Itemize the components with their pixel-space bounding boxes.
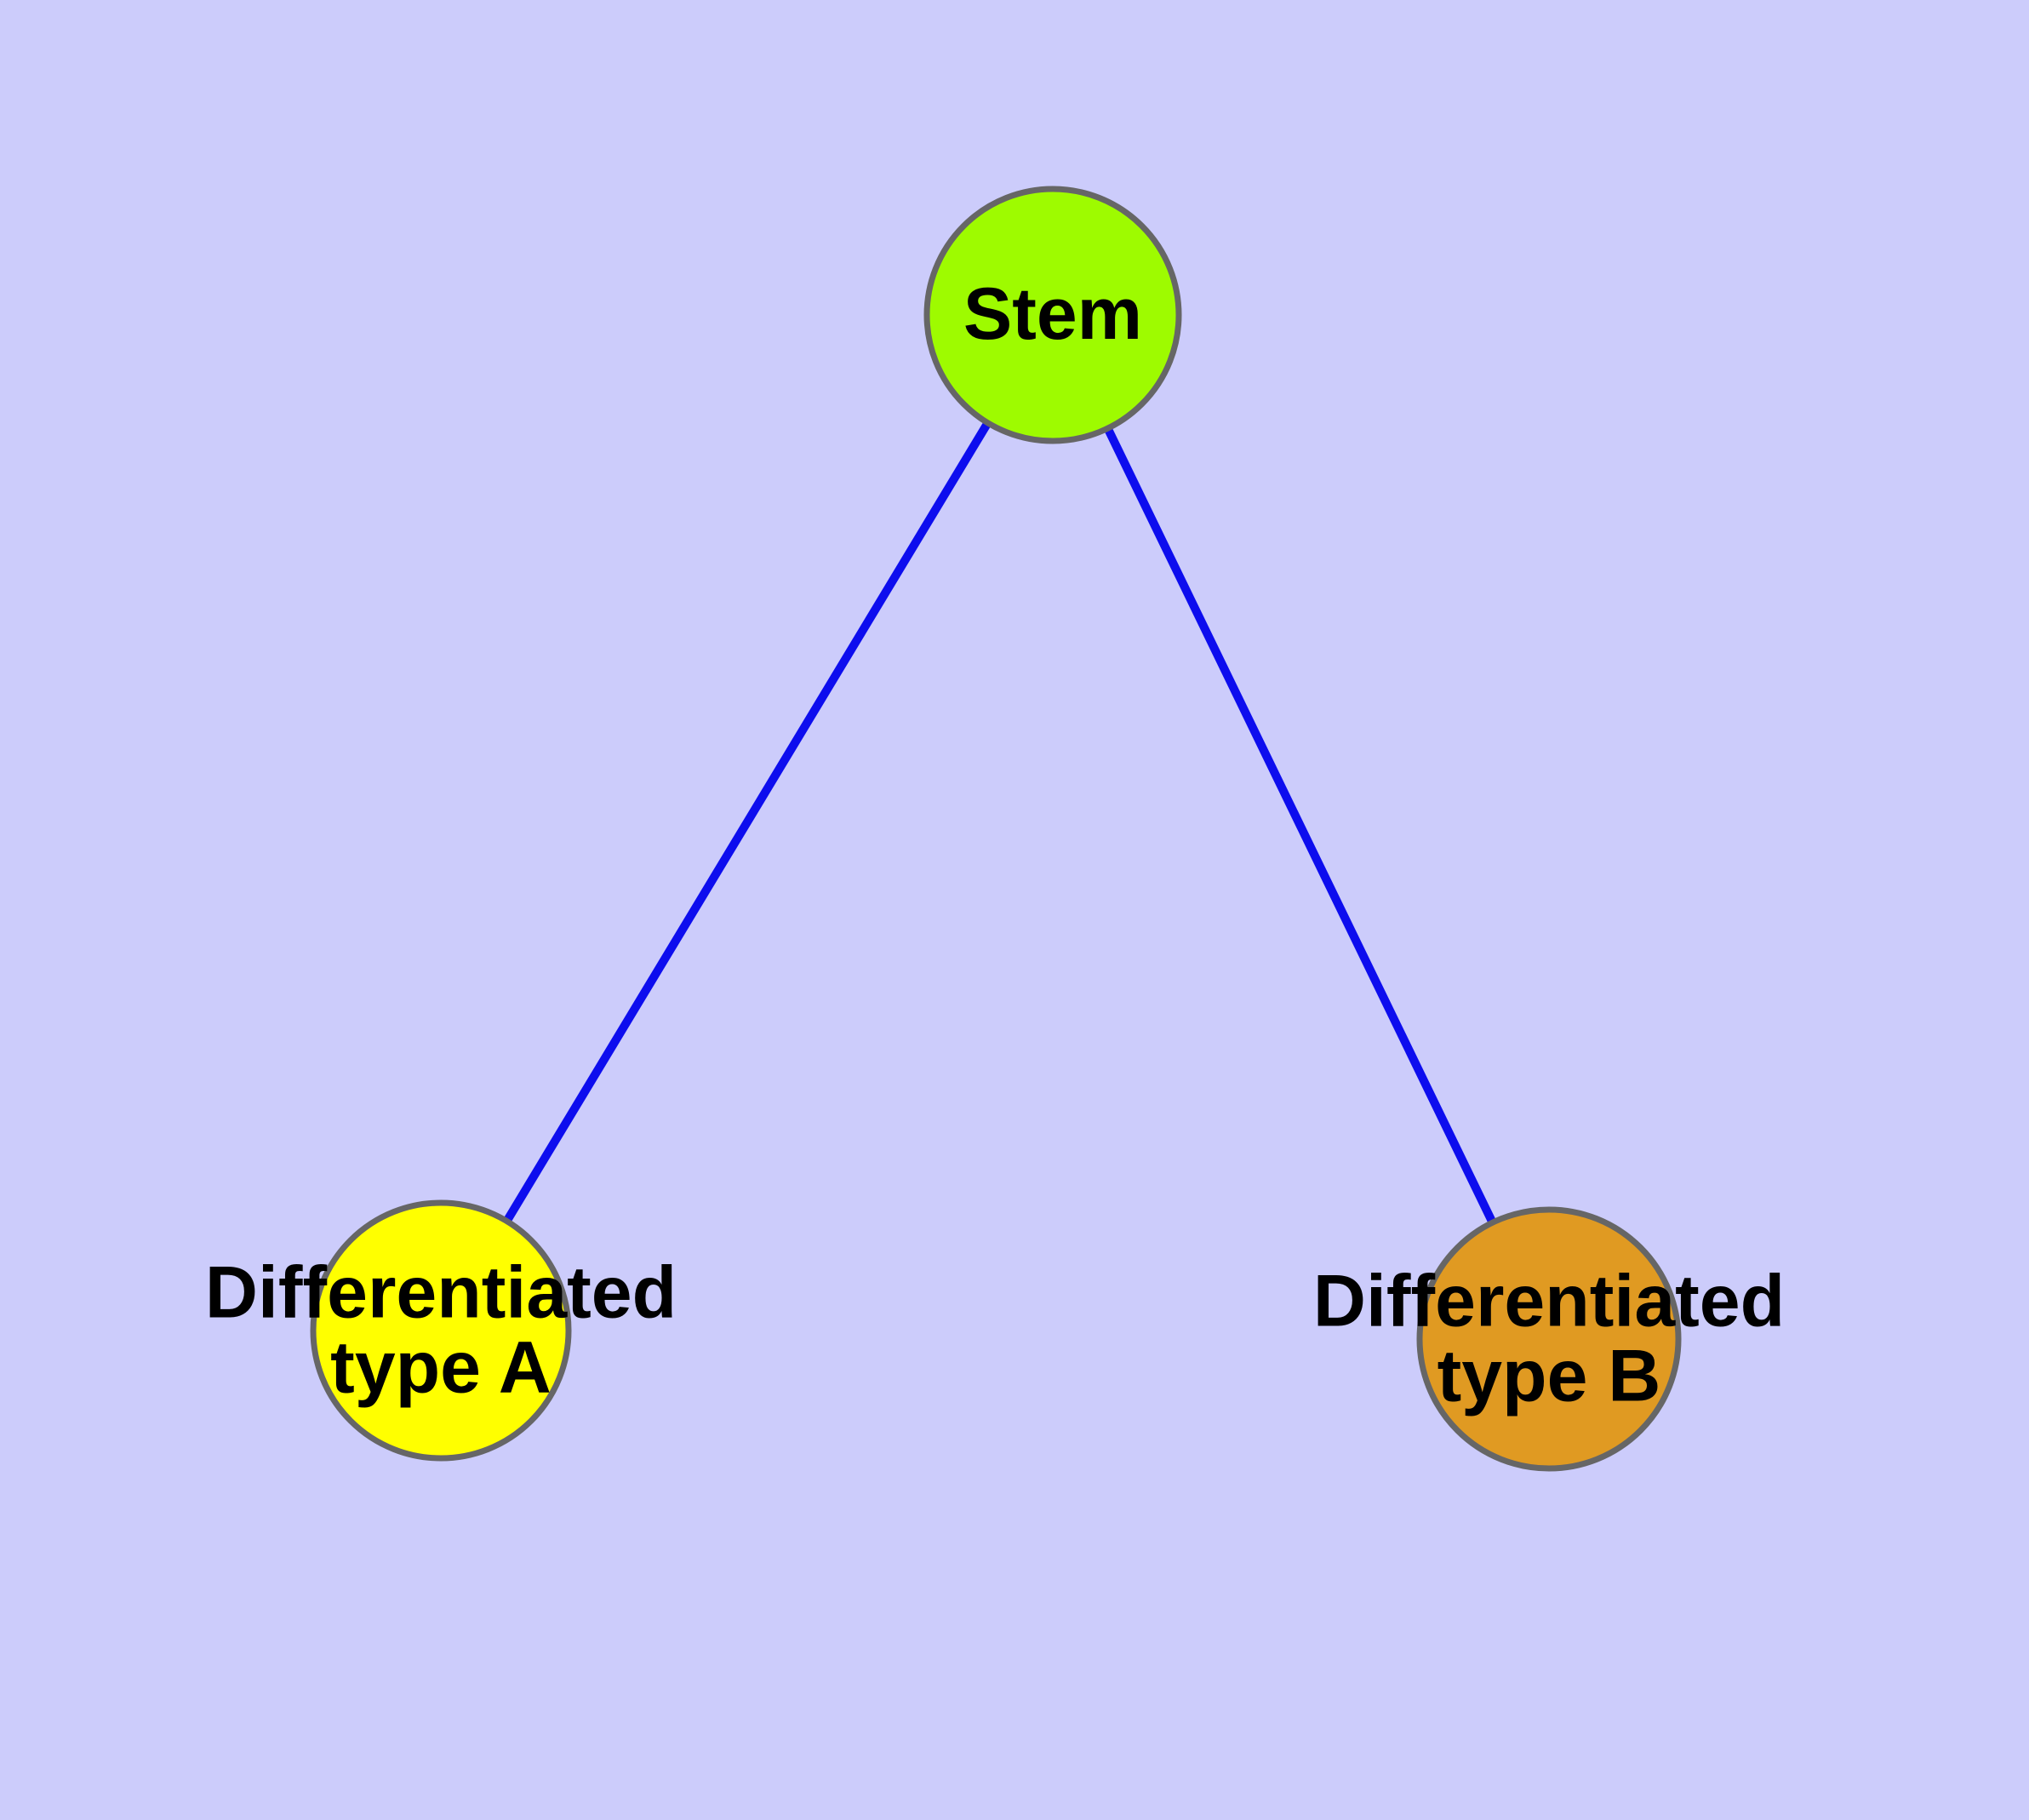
node-layer (310, 186, 1682, 1472)
node-differentiated-type-b[interactable] (1416, 1206, 1682, 1472)
edge-stem-to-differentiated-type-b[interactable] (1049, 312, 1553, 1342)
node-differentiated-type-a[interactable] (310, 1199, 572, 1462)
edge-layer (437, 312, 1553, 1342)
edge-stem-to-differentiated-type-a[interactable] (437, 312, 1057, 1333)
node-stem[interactable] (923, 186, 1182, 444)
